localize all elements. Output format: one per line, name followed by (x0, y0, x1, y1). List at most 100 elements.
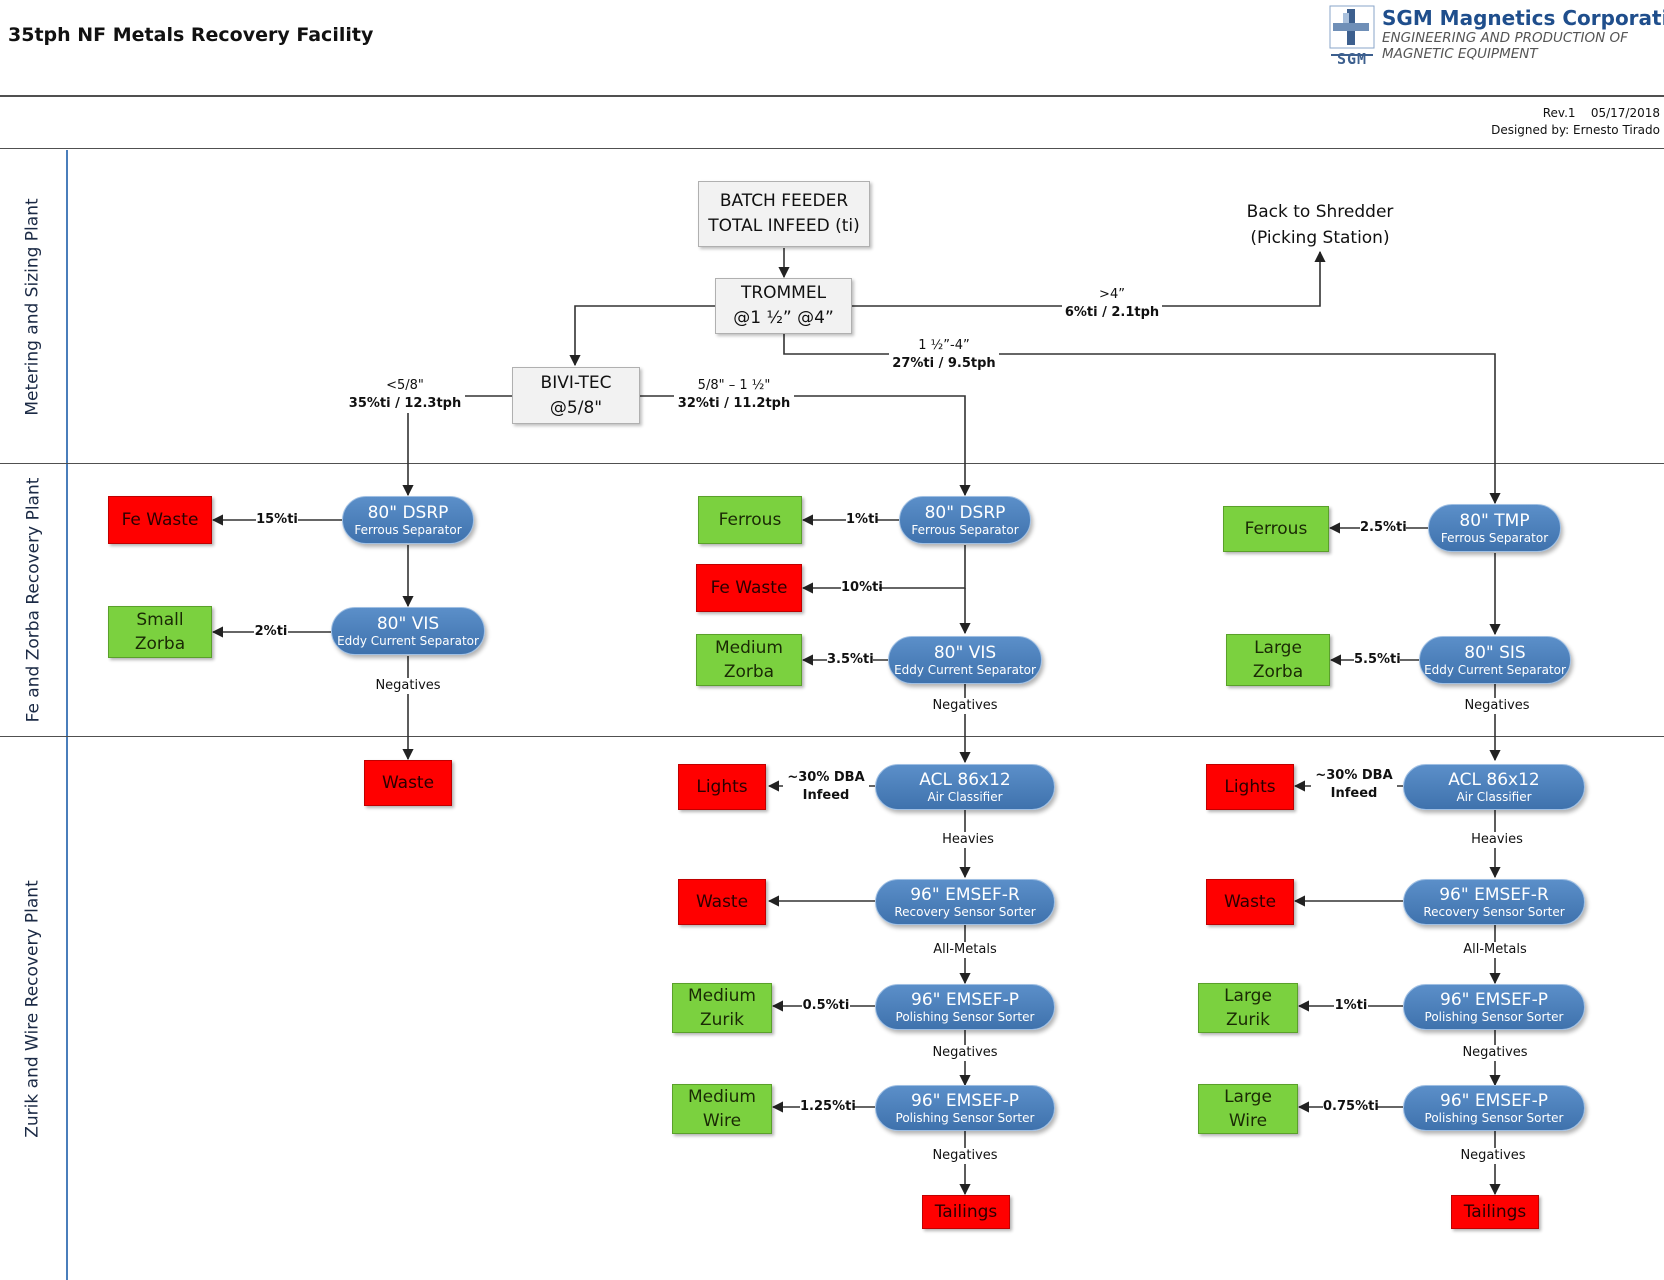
vis-left-node: 80" VIS Eddy Current Separator (331, 607, 485, 655)
pct-medium-zurik: 0.5%ti (802, 997, 850, 1015)
lane-metering-label: Metering and Sizing Plant (0, 150, 68, 463)
revision-date: 05/17/2018 (1590, 106, 1660, 120)
acl-mid-sub: Air Classifier (927, 789, 1003, 804)
flow-midlarge-top: 1 ½”-4” (918, 338, 970, 353)
neg-right-3: Negatives (1453, 1148, 1533, 1164)
pct-ferrous-right: 2.5%ti (1360, 519, 1407, 537)
sis-right-node: 80" SIS Eddy Current Separator (1419, 636, 1571, 684)
acl-right-node: ACL 86x12 Air Classifier (1403, 764, 1585, 810)
back-to-shredder-line1: Back to Shredder (1246, 202, 1394, 222)
acl-right-sub: Air Classifier (1456, 789, 1532, 804)
emsef-p1-right-sub: Polishing Sensor Sorter (1424, 1009, 1564, 1024)
vis-left-main: 80" VIS (376, 613, 440, 634)
dsrp-mid-node: 80" DSRP Ferrous Separator (899, 496, 1031, 544)
pct-medium-zorba: 3.5%ti (827, 651, 874, 669)
flow-midlarge-bot: 27%ti / 9.5tph (892, 356, 996, 371)
company-tagline-2: MAGNETIC EQUIPMENT (1382, 46, 1538, 62)
vis-mid-sub: Eddy Current Separator (894, 662, 1036, 677)
output-medium-zurik: Medium Zurik (672, 983, 772, 1033)
bivitec-line2: @5/8" (549, 397, 603, 418)
trommel-line2: @1 ½” @4” (733, 308, 834, 328)
company-tagline-1: ENGINEERING AND PRODUCTION OF (1382, 30, 1628, 46)
dba-right: ~30% DBA Infeed (1311, 767, 1397, 803)
output-waste-left: Waste (364, 760, 452, 806)
flow-medium-top: 5/8" – 1 ½" (697, 378, 771, 393)
acl-right-main: ACL 86x12 (1448, 769, 1540, 790)
emsef-p1-mid-node: 96" EMSEF-P Polishing Sensor Sorter (875, 984, 1055, 1030)
output-small-zorba: Small Zorba (108, 606, 212, 658)
emsef-r-mid-sub: Recovery Sensor Sorter (894, 904, 1036, 919)
lane-zurik-wire-label: Zurik and Wire Recovery Plant (0, 737, 68, 1280)
batch-feeder-line2: TOTAL INFEED (ti) (708, 216, 860, 236)
dsrp-mid-sub: Ferrous Separator (911, 522, 1019, 537)
logo-letters: SGM (1336, 50, 1368, 68)
dsrp-left-node: 80" DSRP Ferrous Separator (342, 496, 474, 544)
neg-right-1: Negatives (1457, 698, 1537, 714)
flow-fines-label: <5/8" 35%ti / 12.3tph (345, 377, 465, 413)
emsef-p2-right-main: 96" EMSEF-P (1440, 1090, 1548, 1111)
flow-oversize-bot: 6%ti / 2.1tph (1064, 305, 1160, 320)
pct-fe-waste-mid: 10%ti (841, 579, 883, 597)
flow-oversize-top: >4” (1099, 287, 1125, 302)
output-ferrous-right: Ferrous (1223, 506, 1329, 552)
acl-mid-node: ACL 86x12 Air Classifier (875, 764, 1055, 810)
emsef-r-right-node: 96" EMSEF-R Recovery Sensor Sorter (1403, 879, 1585, 925)
trommel-node: TROMMEL @1 ½” @4” (715, 278, 852, 334)
output-waste-right: Waste (1206, 879, 1294, 925)
neg-mid-3: Negatives (925, 1148, 1005, 1164)
emsef-r-right-sub: Recovery Sensor Sorter (1423, 904, 1565, 919)
sgm-logo (1329, 5, 1375, 71)
neg-left: Negatives (368, 678, 448, 694)
output-tailings-mid: Tailings (922, 1195, 1010, 1229)
back-to-shredder: Back to Shredder (Picking Station) (1220, 199, 1420, 251)
emsef-p1-mid-main: 96" EMSEF-P (911, 989, 1019, 1010)
dsrp-left-main: 80" DSRP (367, 502, 449, 523)
output-tailings-right: Tailings (1451, 1195, 1539, 1229)
sis-right-sub: Eddy Current Separator (1424, 662, 1566, 677)
pct-ferrous-mid: 1%ti (846, 511, 879, 529)
heavies-right: Heavies (1457, 832, 1537, 848)
flow-fines-top: <5/8" (386, 378, 424, 393)
bivitec-node: BIVI-TEC @5/8" (512, 367, 640, 424)
vis-mid-main: 80" VIS (933, 642, 997, 663)
pct-large-zorba: 5.5%ti (1354, 651, 1401, 669)
acl-mid-main: ACL 86x12 (919, 769, 1011, 790)
sis-right-main: 80" SIS (1464, 642, 1526, 663)
sgm-logo-mark (1329, 5, 1375, 56)
emsef-r-mid-main: 96" EMSEF-R (910, 884, 1020, 905)
header-band (0, 0, 1664, 97)
neg-mid-2: Negatives (925, 1045, 1005, 1061)
bivitec-line1: BIVI-TEC (540, 372, 612, 393)
lane-fe-zorba-label: Fe and Zorba Recovery Plant (0, 464, 68, 736)
emsef-r-right-main: 96" EMSEF-R (1439, 884, 1549, 905)
pct-fe-waste-left: 15%ti (256, 511, 298, 529)
page-title: 35tph NF Metals Recovery Facility (8, 24, 374, 46)
lane-divider-1 (0, 463, 1664, 464)
vis-mid-node: 80" VIS Eddy Current Separator (888, 636, 1042, 684)
neg-right-2: Negatives (1455, 1045, 1535, 1061)
dsrp-mid-main: 80" DSRP (924, 502, 1006, 523)
designed-by: Designed by: Ernesto Tirado (1491, 123, 1660, 137)
output-large-zurik: Large Zurik (1198, 983, 1298, 1033)
emsef-p2-right-node: 96" EMSEF-P Polishing Sensor Sorter (1403, 1085, 1585, 1131)
pct-medium-wire: 1.25%ti (800, 1098, 856, 1116)
flow-medium-bot: 32%ti / 11.2tph (677, 396, 791, 411)
batch-feeder-line1: BATCH FEEDER (719, 191, 849, 211)
emsef-p2-mid-node: 96" EMSEF-P Polishing Sensor Sorter (875, 1085, 1055, 1131)
heavies-mid: Heavies (928, 832, 1008, 848)
dba-mid: ~30% DBA Infeed (783, 769, 869, 805)
tmp-right-sub: Ferrous Separator (1440, 530, 1549, 545)
output-large-wire: Large Wire (1198, 1084, 1298, 1134)
output-medium-zorba: Medium Zorba (696, 634, 802, 686)
emsef-p2-right-sub: Polishing Sensor Sorter (1424, 1110, 1564, 1125)
dsrp-left-sub: Ferrous Separator (354, 522, 462, 537)
tmp-right-node: 80" TMP Ferrous Separator (1428, 504, 1561, 552)
revision-line: Rev.1 05/17/2018 (1543, 105, 1660, 122)
flow-midlarge-label: 1 ½”-4” 27%ti / 9.5tph (889, 337, 999, 373)
emsef-p2-mid-main: 96" EMSEF-P (911, 1090, 1019, 1111)
allmetals-mid: All-Metals (920, 942, 1010, 958)
batch-feeder-node: BATCH FEEDER TOTAL INFEED (ti) (698, 181, 870, 247)
emsef-p1-right-main: 96" EMSEF-P (1440, 989, 1548, 1010)
flow-fines-bot: 35%ti / 12.3tph (348, 396, 462, 411)
